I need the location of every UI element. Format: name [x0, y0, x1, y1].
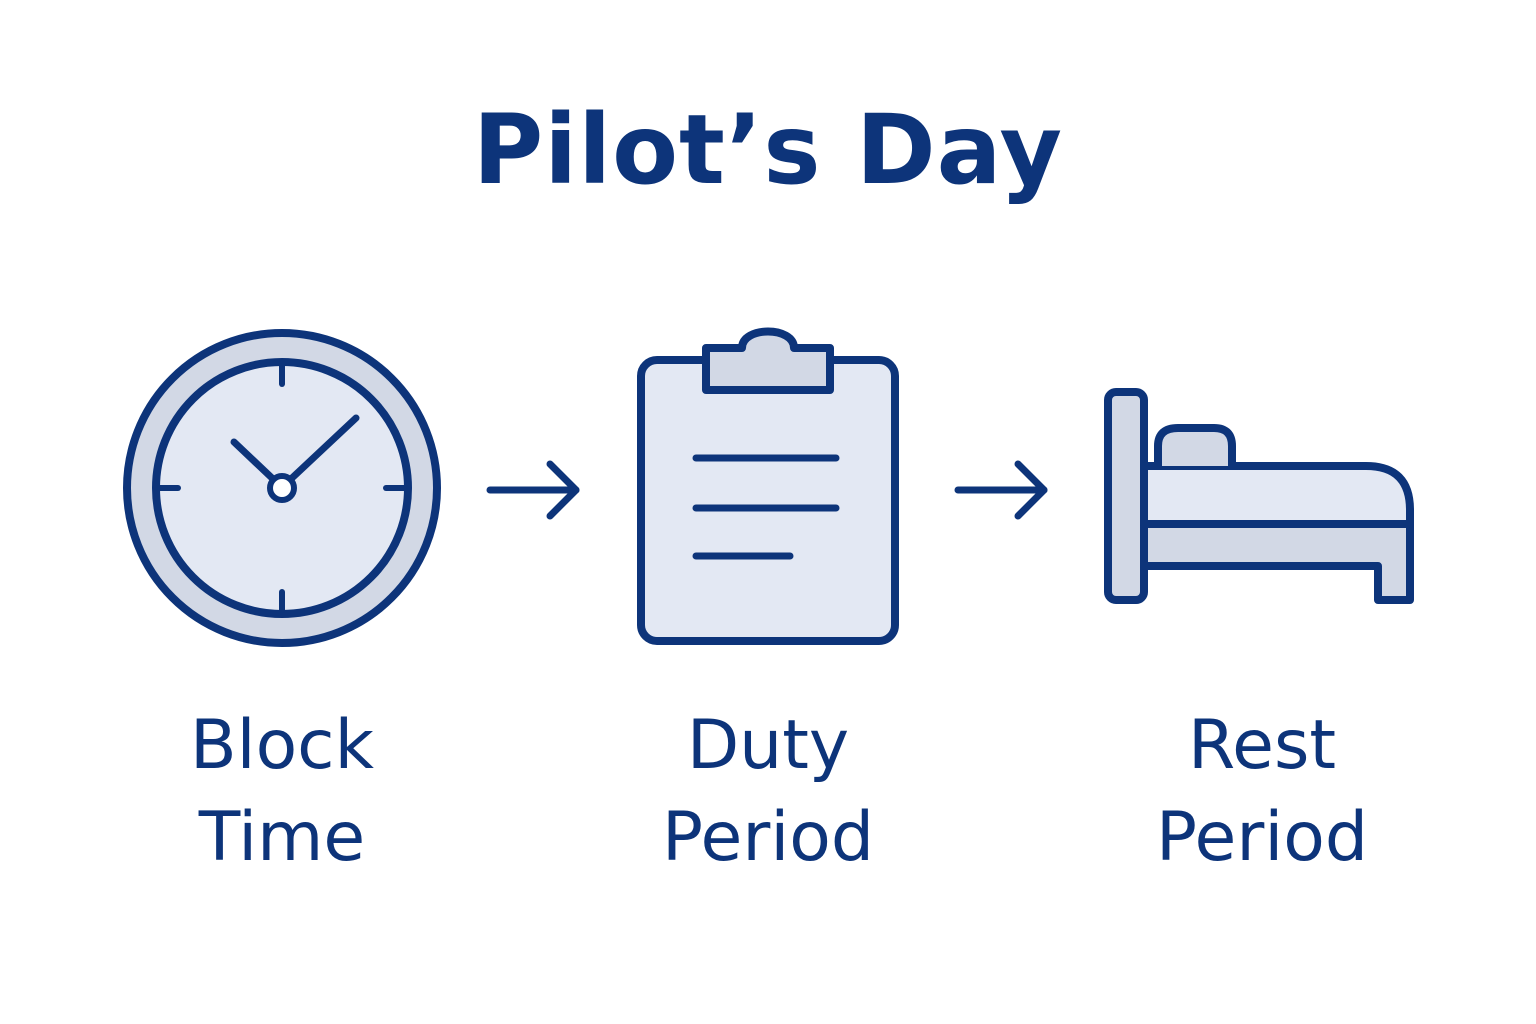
- step-label-line: Block: [190, 706, 374, 785]
- page-title: Pilot’s Day: [472, 94, 1064, 206]
- step-label-rest-period: Rest Period: [1082, 700, 1442, 884]
- step-label-line: Rest: [1187, 706, 1337, 785]
- bed-icon: [1104, 388, 1414, 604]
- arrow-right-icon: [954, 460, 1048, 520]
- step-label-block-time: Block Time: [102, 700, 462, 884]
- arrow-right-icon: [486, 460, 580, 520]
- step-label-duty-period: Duty Period: [588, 700, 948, 884]
- clock-icon: [123, 329, 441, 647]
- step-label-line: Period: [1155, 798, 1369, 877]
- step-label-line: Duty: [686, 706, 850, 785]
- step-label-line: Time: [198, 798, 366, 877]
- step-label-line: Period: [661, 798, 875, 877]
- clipboard-icon: [637, 327, 899, 645]
